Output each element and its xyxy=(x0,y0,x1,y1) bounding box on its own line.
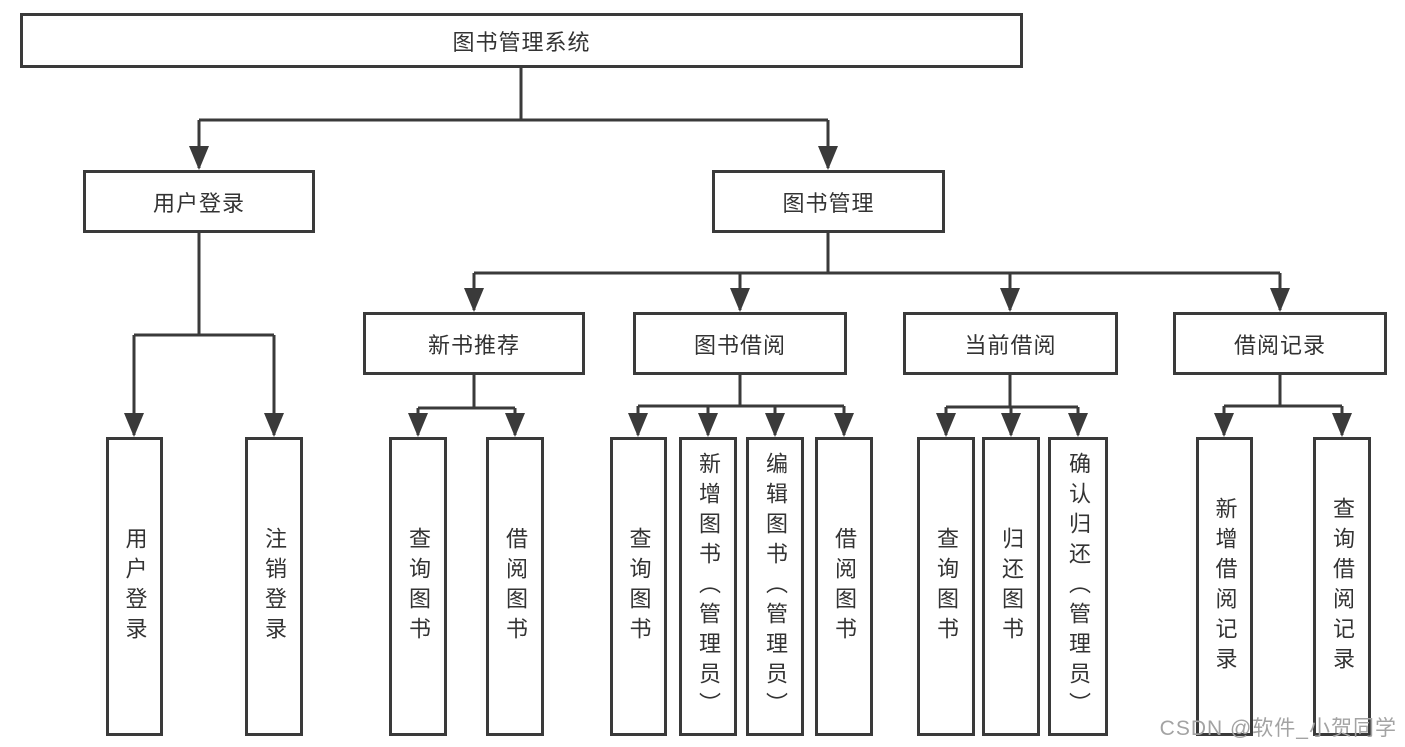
leaf-logout: 注销登录 xyxy=(245,437,303,736)
node-book-management-label: 图书管理 xyxy=(782,190,875,216)
leaf-query-books-current-label: 查询图书 xyxy=(934,526,959,647)
leaf-query-books-borrow-label: 查询图书 xyxy=(626,526,652,647)
node-book-borrow-label: 图书借阅 xyxy=(693,332,786,358)
leaf-add-books-admin: 新增图书（管理员） xyxy=(679,437,737,736)
node-root-label: 图书管理系统 xyxy=(452,29,591,55)
node-book-borrow: 图书借阅 xyxy=(633,312,847,375)
node-root: 图书管理系统 xyxy=(20,13,1023,68)
leaf-borrow-books-recommend-label: 借阅图书 xyxy=(503,526,528,647)
node-user-login: 用户登录 xyxy=(83,170,315,233)
leaf-user-login: 用户登录 xyxy=(106,437,163,736)
leaf-add-borrow-record-label: 新增借阅记录 xyxy=(1212,496,1238,677)
leaf-confirm-return-admin: 确认归还（管理员） xyxy=(1048,437,1108,736)
leaf-return-books-label: 归还图书 xyxy=(999,526,1024,647)
leaf-add-borrow-record: 新增借阅记录 xyxy=(1196,437,1253,736)
leaf-borrow-books-recommend: 借阅图书 xyxy=(486,437,544,736)
node-book-management: 图书管理 xyxy=(712,170,945,233)
node-new-book-recommend: 新书推荐 xyxy=(363,312,585,375)
leaf-borrow-books: 借阅图书 xyxy=(815,437,873,736)
leaf-query-books-borrow: 查询图书 xyxy=(610,437,667,736)
leaf-user-login-label: 用户登录 xyxy=(122,526,148,647)
leaf-query-borrow-record: 查询借阅记录 xyxy=(1313,437,1371,736)
node-current-borrow: 当前借阅 xyxy=(903,312,1118,375)
node-user-login-label: 用户登录 xyxy=(152,190,245,216)
leaf-borrow-books-label: 借阅图书 xyxy=(832,526,857,647)
leaf-query-books-recommend-label: 查询图书 xyxy=(406,526,431,647)
arrowheads xyxy=(124,146,1352,437)
node-borrow-records-label: 借阅记录 xyxy=(1233,332,1326,358)
leaf-return-books: 归还图书 xyxy=(982,437,1040,736)
leaf-query-borrow-record-label: 查询借阅记录 xyxy=(1330,496,1355,677)
leaf-logout-label: 注销登录 xyxy=(262,526,287,647)
node-borrow-records: 借阅记录 xyxy=(1173,312,1387,375)
leaf-edit-books-admin: 编辑图书（管理员） xyxy=(746,437,804,736)
leaf-query-books-current: 查询图书 xyxy=(917,437,975,736)
csdn-watermark: CSDN @软件_小贺同学 xyxy=(1159,717,1397,740)
leaf-query-books-recommend: 查询图书 xyxy=(389,437,447,736)
node-current-borrow-label: 当前借阅 xyxy=(964,332,1057,358)
leaf-edit-books-admin-label: 编辑图书（管理员） xyxy=(763,451,788,722)
leaf-add-books-admin-label: 新增图书（管理员） xyxy=(696,451,721,722)
leaf-confirm-return-admin-label: 确认归还（管理员） xyxy=(1066,451,1091,722)
node-new-book-recommend-label: 新书推荐 xyxy=(427,332,520,358)
